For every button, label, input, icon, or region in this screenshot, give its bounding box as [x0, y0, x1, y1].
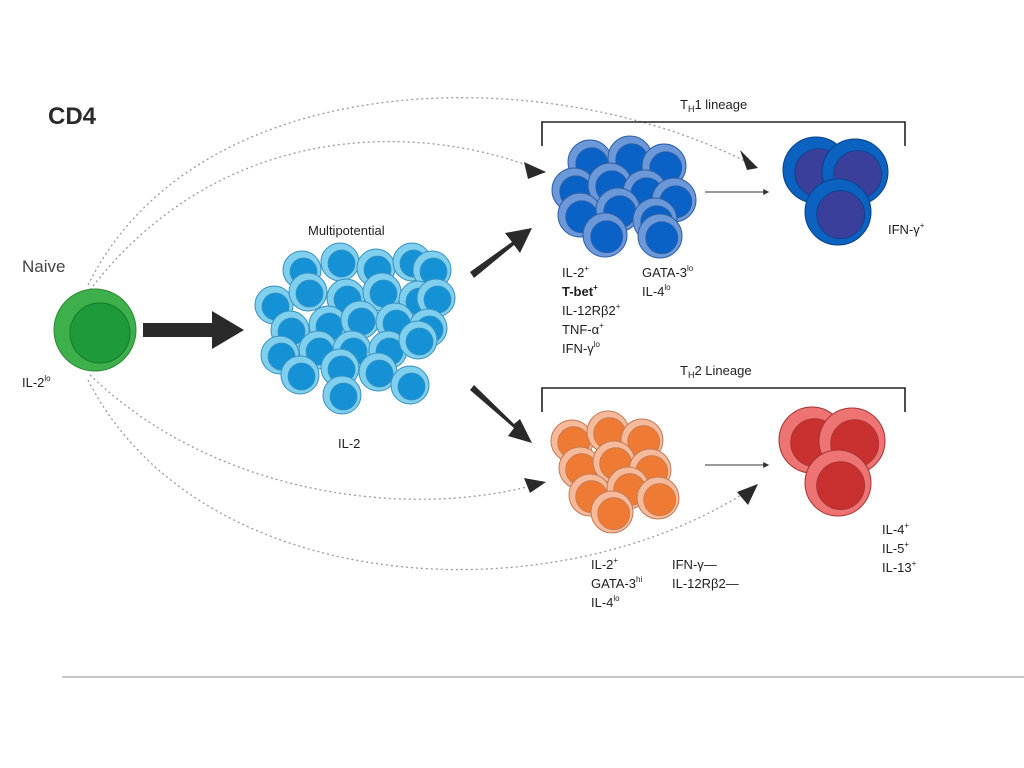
th2-marker: IFN-γ—	[672, 557, 717, 572]
dotted-arrow-to-th2-effector	[87, 379, 759, 571]
naive-label: Naive	[22, 257, 66, 276]
th1-bracket	[541, 121, 906, 146]
th1-lineage-sub: H	[687, 104, 695, 114]
th2-effector-cell-cluster	[778, 406, 886, 517]
th1-marker: T-bet+	[562, 283, 598, 300]
th2-effector-marker: IL-5+	[882, 540, 910, 557]
cell	[280, 355, 320, 395]
th2-marker: IL-4lo	[591, 594, 620, 611]
th1-markers-left: IL-2+ T-bet+ IL-12Rβ2+ TNF-α+ IFN-γlo	[562, 263, 620, 358]
th2-lineage-label: TH2 Lineage	[680, 363, 752, 380]
dotted-arrow-to-th1	[89, 141, 546, 291]
th1-markers-right: GATA-3lo IL-4lo	[642, 263, 693, 301]
cell	[582, 212, 628, 258]
dotted-arrowhead-th2	[524, 478, 546, 493]
cell	[416, 278, 456, 318]
naive-marker-sup: lo	[44, 374, 51, 383]
cell	[637, 213, 683, 259]
arrow-multi-to-th1	[470, 228, 532, 278]
th1-marker: IL-2+	[562, 264, 590, 281]
th2-cell-cluster	[550, 410, 680, 534]
th2-bracket	[541, 387, 906, 412]
th1-marker: TNF-α+	[562, 321, 604, 338]
th1-marker: IL-12Rβ2+	[562, 302, 621, 319]
cell	[320, 242, 360, 282]
th2-lineage-sub: H	[687, 370, 695, 380]
th1-lineage-label: TH1 lineage	[680, 97, 747, 114]
th1-effector-marker: IFN-γ+	[888, 221, 925, 238]
cell	[590, 490, 634, 534]
arrow-multi-to-th2	[470, 385, 532, 443]
cell	[804, 178, 872, 246]
th1-cell-cluster	[551, 135, 697, 259]
cell	[322, 375, 362, 415]
th1-marker: GATA-3lo	[642, 264, 694, 281]
cell	[390, 365, 430, 405]
th2-effector-marker: IL-4+	[882, 521, 910, 538]
dotted-arrowhead-th1-effector	[740, 150, 758, 170]
th2-markers-right: IFN-γ— IL-12Rβ2—	[672, 555, 739, 593]
th1-lineage-rest: 1 lineage	[694, 97, 748, 112]
cell	[288, 272, 328, 312]
th1-marker: IFN-γlo	[562, 340, 601, 357]
cell	[340, 300, 380, 340]
th2-effector-marker: IL-13+	[882, 559, 917, 576]
cell	[804, 449, 872, 517]
multipotential-cell-cluster	[254, 242, 456, 415]
th2-lineage-t: T	[680, 363, 688, 378]
th2-lineage-rest: 2 Lineage	[694, 363, 752, 378]
th2-effector-markers: IL-4+ IL-5+ IL-13+	[882, 520, 916, 577]
footer-divider	[62, 676, 1024, 678]
th2-marker: GATA-3hi	[591, 575, 643, 592]
naive-cell	[53, 288, 137, 372]
naive-marker-text: IL-2	[22, 375, 45, 390]
th1-marker: IL-4lo	[642, 283, 671, 300]
th2-markers-left: IL-2+ GATA-3hi IL-4lo	[591, 555, 642, 612]
solid-arrows	[143, 228, 532, 443]
th2-marker: IL-2+	[591, 556, 619, 573]
th2-marker: IL-12Rβ2—	[672, 576, 739, 591]
dotted-arrowhead-th1	[524, 162, 546, 179]
dotted-arrow-to-th2	[89, 374, 546, 500]
naive-marker: IL-2lo	[22, 373, 51, 392]
multipotential-label: Multipotential	[308, 223, 385, 238]
th1-lineage-t: T	[680, 97, 688, 112]
cd4-title: CD4	[48, 103, 97, 130]
multipotential-marker: IL-2	[338, 436, 361, 451]
th1-effector-cell-cluster	[782, 136, 889, 246]
dotted-arrowheads	[524, 150, 758, 505]
cell	[398, 320, 438, 360]
cell	[636, 476, 680, 520]
arrow-naive-to-multi	[143, 311, 244, 349]
dotted-arrows	[87, 97, 759, 571]
dotted-arrowhead-th2-effector	[737, 484, 758, 505]
dotted-arrow-to-th1-effector	[87, 97, 759, 286]
